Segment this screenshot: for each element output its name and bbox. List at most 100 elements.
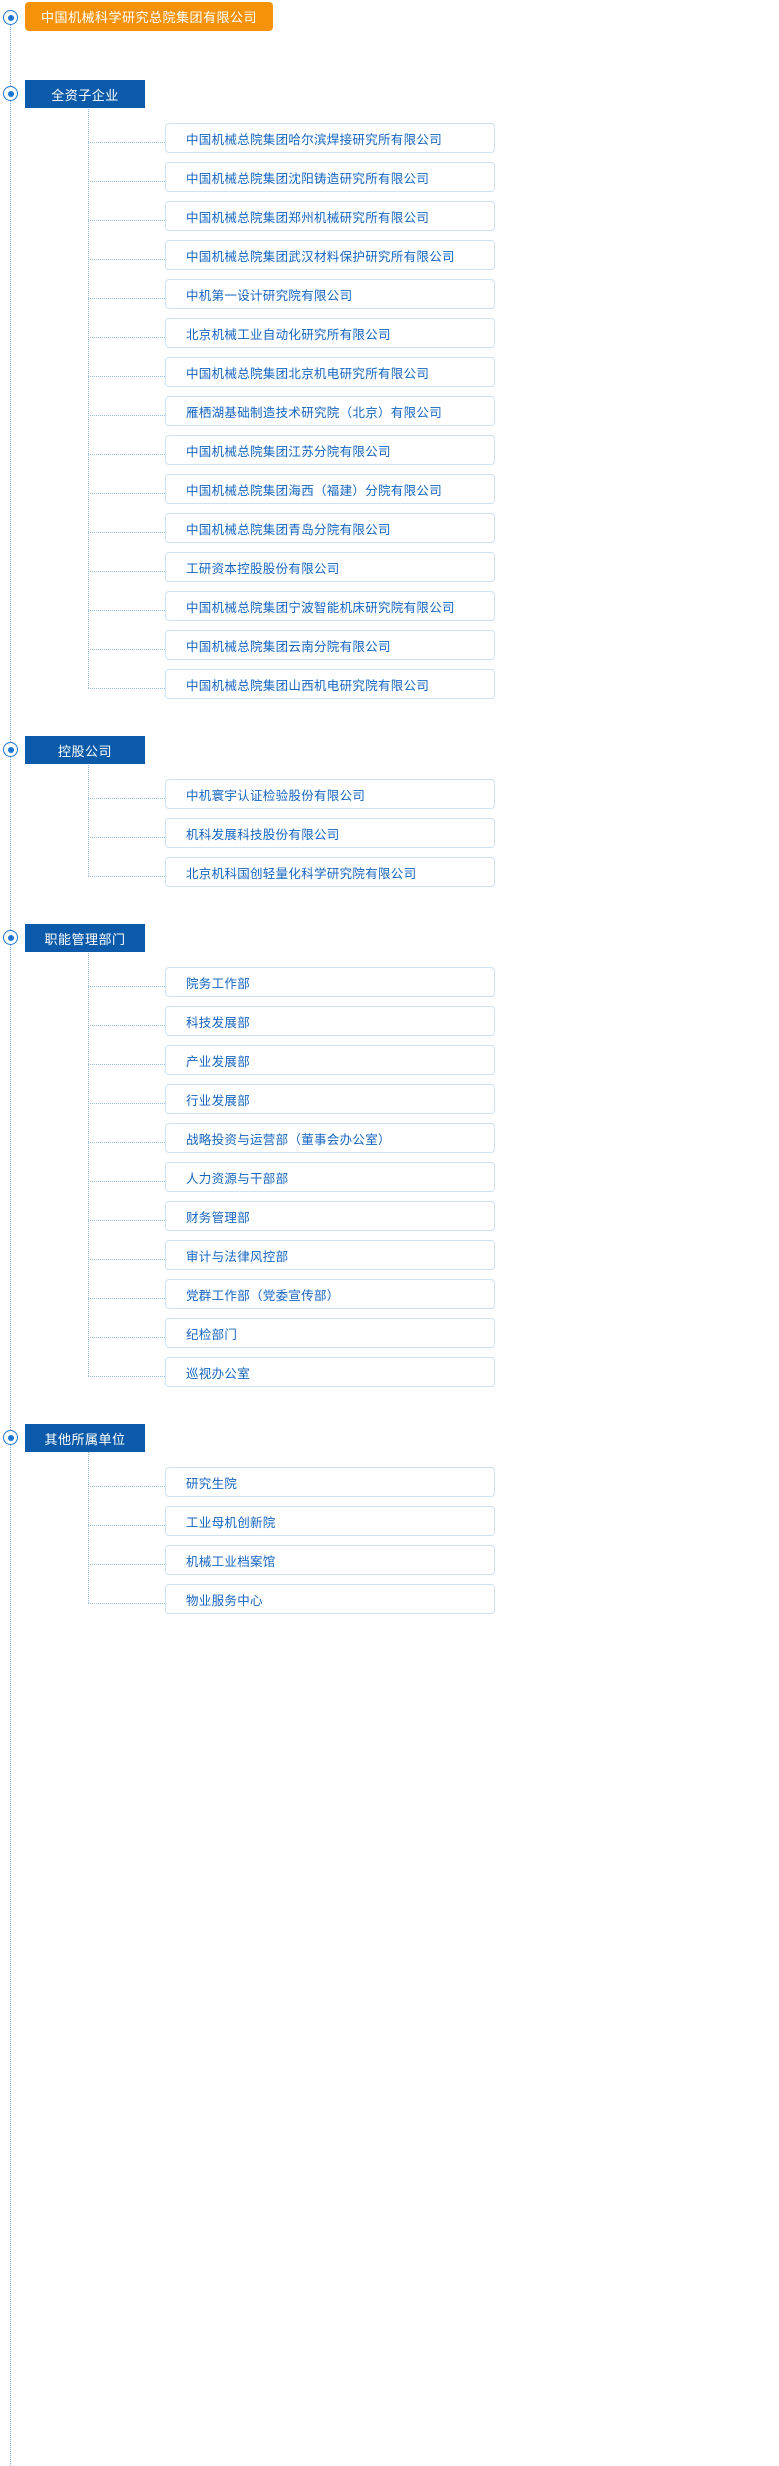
item-horizontal-connector (88, 1486, 165, 1487)
org-unit-item[interactable]: 巡视办公室 (165, 1357, 495, 1387)
org-unit-item[interactable]: 机械工业档案馆 (165, 1545, 495, 1575)
org-unit-item[interactable]: 机科发展科技股份有限公司 (165, 818, 495, 848)
org-unit-item[interactable]: 中机第一设计研究院有限公司 (165, 279, 495, 309)
list-item: 院务工作部 (0, 967, 779, 1006)
org-unit-item[interactable]: 中国机械总院集团山西机电研究院有限公司 (165, 669, 495, 699)
item-horizontal-connector (88, 986, 165, 987)
root-company-label[interactable]: 中国机械科学研究总院集团有限公司 (25, 2, 274, 31)
org-unit-item[interactable]: 审计与法律风控部 (165, 1240, 495, 1270)
item-horizontal-connector (88, 688, 165, 689)
root-vertical-connector (10, 17, 11, 2466)
org-chart-content: 中国机械科学研究总院集团有限公司全资子企业中国机械总院集团哈尔滨焊接研究所有限公… (0, 0, 779, 1623)
list-item: 财务管理部 (0, 1201, 779, 1240)
section-badge-4[interactable]: 其他所属单位 (25, 1424, 145, 1452)
org-unit-item[interactable]: 中国机械总院集团江苏分院有限公司 (165, 435, 495, 465)
list-item: 审计与法律风控部 (0, 1240, 779, 1279)
org-unit-item[interactable]: 雁栖湖基础制造技术研究院（北京）有限公司 (165, 396, 495, 426)
spacer (0, 1452, 779, 1467)
org-unit-item[interactable]: 纪检部门 (165, 1318, 495, 1348)
org-unit-item[interactable]: 中国机械总院集团宁波智能机床研究院有限公司 (165, 591, 495, 621)
org-unit-item[interactable]: 科技发展部 (165, 1006, 495, 1036)
item-horizontal-connector (88, 1525, 165, 1526)
spacer (0, 764, 779, 779)
org-unit-item[interactable]: 工业母机创新院 (165, 1506, 495, 1536)
item-horizontal-connector (88, 1376, 165, 1377)
item-horizontal-connector (88, 454, 165, 455)
section-item-list: 中国机械总院集团哈尔滨焊接研究所有限公司中国机械总院集团沈阳铸造研究所有限公司中… (0, 95, 779, 708)
org-unit-item[interactable]: 中国机械总院集团青岛分院有限公司 (165, 513, 495, 543)
item-horizontal-connector (88, 1259, 165, 1260)
root-node-row: 中国机械科学研究总院集团有限公司 (0, 0, 779, 46)
org-unit-item[interactable]: 财务管理部 (165, 1201, 495, 1231)
list-item: 中国机械总院集团武汉材料保护研究所有限公司 (0, 240, 779, 279)
item-horizontal-connector (88, 1181, 165, 1182)
org-unit-item[interactable]: 院务工作部 (165, 967, 495, 997)
org-unit-item[interactable]: 北京机科国创轻量化科学研究院有限公司 (165, 857, 495, 887)
org-unit-item[interactable]: 党群工作部（党委宣传部） (165, 1279, 495, 1309)
org-unit-item[interactable]: 中机寰宇认证检验股份有限公司 (165, 779, 495, 809)
org-unit-item[interactable]: 物业服务中心 (165, 1584, 495, 1614)
list-item: 中国机械总院集团山西机电研究院有限公司 (0, 669, 779, 708)
list-item: 中国机械总院集团宁波智能机床研究院有限公司 (0, 591, 779, 630)
spacer (0, 708, 779, 736)
item-horizontal-connector (88, 337, 165, 338)
item-horizontal-connector (88, 649, 165, 650)
circle-node-icon (3, 1430, 18, 1445)
item-horizontal-connector (88, 837, 165, 838)
list-item: 物业服务中心 (0, 1584, 779, 1623)
item-horizontal-connector (88, 259, 165, 260)
org-unit-item[interactable]: 产业发展部 (165, 1045, 495, 1075)
spacer (0, 108, 779, 123)
list-item: 中国机械总院集团沈阳铸造研究所有限公司 (0, 162, 779, 201)
org-section: 其他所属单位研究生院工业母机创新院机械工业档案馆物业服务中心 (0, 1424, 779, 1623)
section-badge-3[interactable]: 职能管理部门 (25, 924, 145, 952)
list-item: 巡视办公室 (0, 1357, 779, 1396)
item-horizontal-connector (88, 610, 165, 611)
list-item: 北京机械工业自动化研究所有限公司 (0, 318, 779, 357)
circle-node-icon (3, 86, 18, 101)
section-item-list: 研究生院工业母机创新院机械工业档案馆物业服务中心 (0, 1439, 779, 1623)
circle-node-icon (3, 10, 18, 25)
org-unit-item[interactable]: 中国机械总院集团武汉材料保护研究所有限公司 (165, 240, 495, 270)
org-section: 控股公司中机寰宇认证检验股份有限公司机科发展科技股份有限公司北京机科国创轻量化科… (0, 736, 779, 896)
item-horizontal-connector (88, 181, 165, 182)
item-horizontal-connector (88, 1298, 165, 1299)
list-item: 中国机械总院集团郑州机械研究所有限公司 (0, 201, 779, 240)
org-unit-item[interactable]: 人力资源与干部部 (165, 1162, 495, 1192)
spacer (0, 896, 779, 924)
org-unit-item[interactable]: 中国机械总院集团海西（福建）分院有限公司 (165, 474, 495, 504)
item-horizontal-connector (88, 571, 165, 572)
org-section: 全资子企业中国机械总院集团哈尔滨焊接研究所有限公司中国机械总院集团沈阳铸造研究所… (0, 80, 779, 708)
org-unit-item[interactable]: 工研资本控股股份有限公司 (165, 552, 495, 582)
list-item: 战略投资与运营部（董事会办公室） (0, 1123, 779, 1162)
org-unit-item[interactable]: 中国机械总院集团北京机电研究所有限公司 (165, 357, 495, 387)
org-unit-item[interactable]: 中国机械总院集团郑州机械研究所有限公司 (165, 201, 495, 231)
spacer (0, 952, 779, 967)
org-unit-item[interactable]: 研究生院 (165, 1467, 495, 1497)
item-horizontal-connector (88, 220, 165, 221)
section-badge-1[interactable]: 全资子企业 (25, 80, 145, 108)
item-horizontal-connector (88, 798, 165, 799)
org-unit-item[interactable]: 行业发展部 (165, 1084, 495, 1114)
org-unit-item[interactable]: 战略投资与运营部（董事会办公室） (165, 1123, 495, 1153)
item-horizontal-connector (88, 1103, 165, 1104)
circle-node-icon (3, 742, 18, 757)
item-horizontal-connector (88, 1603, 165, 1604)
section-item-list: 院务工作部科技发展部产业发展部行业发展部战略投资与运营部（董事会办公室） 人力资源… (0, 939, 779, 1396)
section-badge-2[interactable]: 控股公司 (25, 736, 145, 764)
list-item: 中国机械总院集团江苏分院有限公司 (0, 435, 779, 474)
org-section: 职能管理部门院务工作部科技发展部产业发展部行业发展部战略投资与运营部（董事会办公… (0, 924, 779, 1396)
org-unit-item[interactable]: 北京机械工业自动化研究所有限公司 (165, 318, 495, 348)
list-item: 党群工作部（党委宣传部） (0, 1279, 779, 1318)
item-horizontal-connector (88, 1564, 165, 1565)
org-unit-item[interactable]: 中国机械总院集团哈尔滨焊接研究所有限公司 (165, 123, 495, 153)
list-item: 中国机械总院集团云南分院有限公司 (0, 630, 779, 669)
org-unit-item[interactable]: 中国机械总院集团沈阳铸造研究所有限公司 (165, 162, 495, 192)
item-horizontal-connector (88, 415, 165, 416)
item-horizontal-connector (88, 532, 165, 533)
item-horizontal-connector (88, 493, 165, 494)
org-unit-item[interactable]: 中国机械总院集团云南分院有限公司 (165, 630, 495, 660)
list-item: 中机寰宇认证检验股份有限公司 (0, 779, 779, 818)
section-vertical-connector (88, 95, 89, 688)
